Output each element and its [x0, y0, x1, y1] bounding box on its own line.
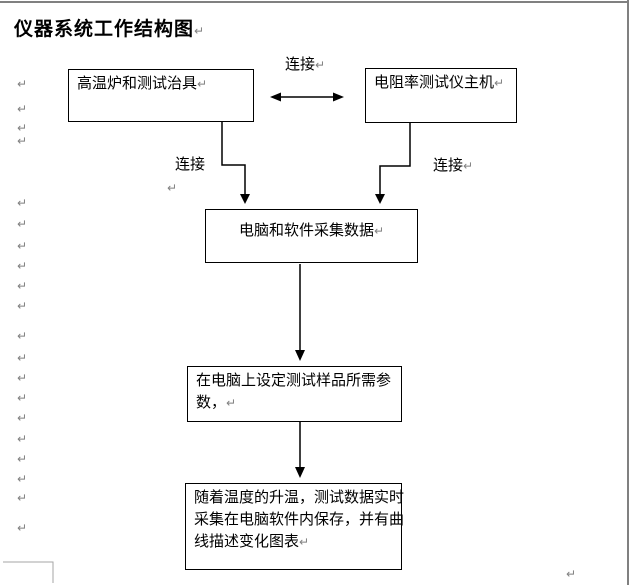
paragraph-mark: ↵ — [17, 472, 28, 486]
paragraph-mark: ↵ — [315, 58, 326, 72]
paragraph-mark: ↵ — [494, 76, 505, 90]
left-connector-arrowhead — [240, 194, 250, 204]
paragraph-mark: ↵ — [17, 217, 28, 231]
paragraph-mark: ↵ — [17, 391, 28, 405]
computer-to-params-arrowhead — [295, 350, 305, 361]
paragraph-mark: ↵ — [566, 567, 577, 581]
paragraph-mark: ↵ — [17, 102, 28, 116]
paragraph-mark: ↵ — [17, 432, 28, 446]
box-computer-software-data[interactable]: 电脑和软件采集数据↵ — [205, 209, 418, 263]
box-set-parameters[interactable]: 在电脑上设定测试样品所需参 数，↵ — [187, 366, 402, 422]
box-set-parameters-line1: 在电脑上设定测试样品所需参 — [196, 371, 392, 389]
page-title-text: 仪器系统工作结构图 — [14, 18, 195, 40]
params-to-record-arrowhead — [295, 467, 305, 478]
text-boundary-corner-mark — [3, 561, 54, 583]
right-connector-line — [379, 123, 411, 195]
paragraph-mark: ↵ — [17, 351, 28, 365]
paragraph-mark: ↵ — [17, 196, 28, 210]
box-resistivity-tester-host[interactable]: 电阻率测试仪主机↵ — [365, 68, 517, 123]
paragraph-mark: ↵ — [17, 329, 28, 343]
paragraph-mark: ↵ — [226, 396, 237, 410]
paragraph-mark: ↵ — [17, 452, 28, 466]
paragraph-mark: ↵ — [194, 24, 205, 38]
paragraph-mark: ↵ — [17, 491, 28, 505]
box-set-parameters-line2: 数，↵ — [196, 391, 393, 414]
box-furnace-fixture[interactable]: 高温炉和测试治具↵ — [68, 69, 254, 122]
paragraph-mark: ↵ — [17, 411, 28, 425]
paragraph-mark: ↵ — [17, 279, 28, 293]
box-realtime-record-line2: 采集在电脑软件内保存，并有曲 — [194, 510, 405, 528]
paragraph-mark: ↵ — [197, 77, 208, 91]
paragraph-mark: ↵ — [17, 521, 28, 535]
box-resistivity-tester-host-label: 电阻率测试仪主机 — [374, 73, 495, 91]
paragraph-mark: ↵ — [167, 181, 178, 195]
box-realtime-record-line1: 随着温度的升温，测试数据实时 — [194, 488, 405, 506]
box-realtime-record-line3: 线描述变化图表↵ — [194, 530, 393, 553]
box-realtime-record-line3-text: 线描述变化图表 — [194, 532, 300, 550]
double-arrow-right-head — [333, 92, 344, 102]
paragraph-mark: ↵ — [17, 239, 28, 253]
paragraph-mark: ↵ — [17, 259, 28, 273]
double-arrow-left-head — [270, 92, 281, 102]
box-realtime-record[interactable]: 随着温度的升温，测试数据实时 采集在电脑软件内保存，并有曲 线描述变化图表↵ — [185, 483, 405, 570]
box-set-parameters-line2-text: 数， — [196, 393, 227, 411]
label-connect-left-text: 连接 — [175, 155, 206, 173]
paragraph-mark: ↵ — [299, 535, 310, 549]
paragraph-mark: ↵ — [17, 371, 28, 385]
label-connect-top: 连接↵ — [285, 53, 325, 74]
paragraph-mark: ↵ — [373, 224, 385, 238]
page-title: 仪器系统工作结构图↵ — [14, 14, 204, 41]
box-furnace-fixture-label: 高温炉和测试治具 — [77, 74, 198, 92]
box-computer-software-data-label: 电脑和软件采集数据 — [238, 221, 374, 239]
paragraph-mark: ↵ — [463, 159, 474, 173]
label-connect-right: 连接↵ — [433, 154, 473, 175]
paragraph-mark: ↵ — [17, 77, 28, 91]
paragraph-mark: ↵ — [17, 134, 28, 148]
label-connect-top-text: 连接 — [285, 55, 316, 73]
left-connector-line — [221, 122, 246, 195]
paragraph-mark: ↵ — [17, 121, 28, 135]
label-connect-right-text: 连接 — [433, 156, 464, 174]
label-connect-left: 连接 — [175, 153, 205, 174]
paragraph-mark: ↵ — [17, 299, 28, 313]
right-connector-arrowhead — [375, 194, 385, 204]
